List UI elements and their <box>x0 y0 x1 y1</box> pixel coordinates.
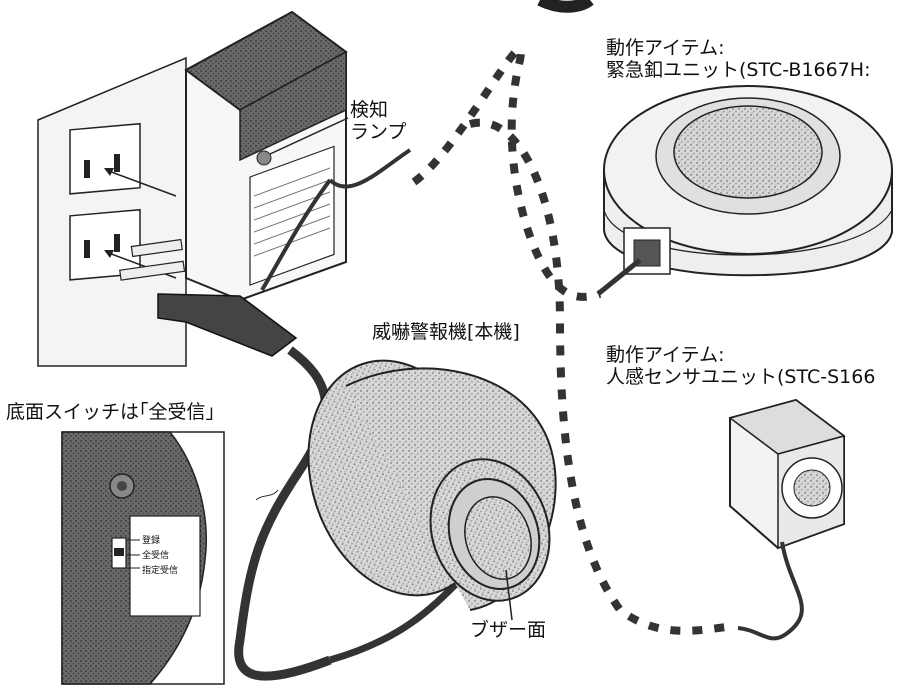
main-alarm-unit <box>307 359 557 621</box>
item2-line1: 動作アイテム: <box>606 344 725 366</box>
motion-sensor-unit <box>728 398 846 641</box>
lamp-label-line1: 検知 <box>350 99 389 121</box>
main-unit-label: 威嚇警報機[本機] <box>372 321 520 343</box>
wireless-signal-paths <box>411 0 735 635</box>
switch-position-register: 登録 <box>142 536 161 546</box>
switch-position-all: 全受信 <box>142 551 170 561</box>
switch-inset <box>61 431 225 685</box>
lamp-label-line2: ランプ <box>350 120 407 143</box>
motion-sensor-label: 動作アイテム: 人感センサユニット(STC-S166 <box>606 344 876 389</box>
switch-position-specified: 指定受信 <box>142 566 179 576</box>
emergency-button-label: 動作アイテム: 緊急釦ユニット(STC-B1667H: <box>606 37 871 82</box>
bottom-switch-label: 底面スイッチは｢全受信｣ <box>6 401 216 423</box>
receiver-adapter <box>119 10 349 302</box>
item1-line2: 緊急釦ユニット(STC-B1667H: <box>606 58 871 81</box>
item1-line1: 動作アイテム: <box>606 37 725 59</box>
buzzer-face-label: ブザー面 <box>470 619 547 641</box>
emergency-button-unit <box>596 85 893 296</box>
item2-line2: 人感センサユニット(STC-S166 <box>606 365 876 388</box>
power-cable <box>157 148 463 681</box>
lamp-label: 検知 ランプ <box>350 99 407 144</box>
wall-outlet <box>37 56 187 367</box>
